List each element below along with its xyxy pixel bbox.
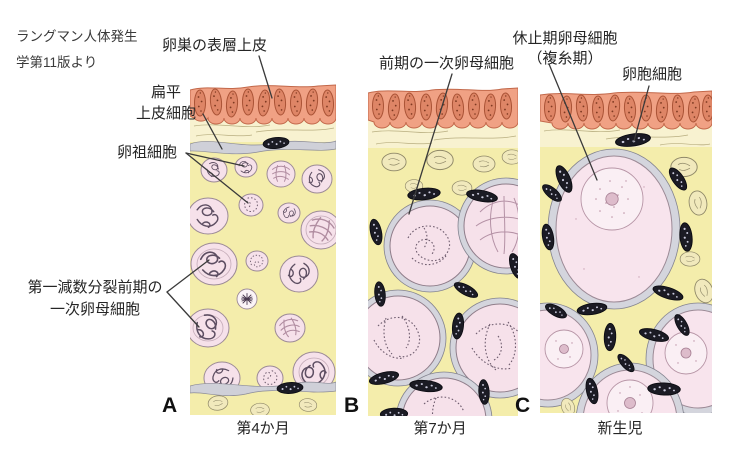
panel-letter-c: C	[515, 394, 531, 417]
source-note: ラングマン人体発生 学第11版より	[16, 24, 138, 76]
panel-a-illustration	[190, 84, 336, 415]
follicle-b3	[368, 289, 447, 387]
panel-letter-a: A	[162, 394, 178, 417]
follicle-b4	[449, 297, 518, 399]
surface-epithelium-b	[368, 87, 518, 129]
label-oogonia: 卵祖細胞	[117, 144, 178, 161]
caption-month7: 第7か月	[413, 420, 467, 437]
primary-follicles-b	[368, 177, 518, 416]
follicle-b2	[457, 177, 518, 275]
primordial-follicle-large	[547, 148, 681, 310]
follicle-b1	[383, 199, 477, 293]
surface-epithelium-a	[190, 84, 336, 125]
label-resting-oocyte: 休止期卵母細胞 （複糸期）	[512, 30, 618, 67]
panel-c-illustration	[540, 90, 712, 413]
source-note-line1: ラングマン人体発生	[16, 29, 138, 44]
label-meiotic-oocyte: 第一減数分裂前期の 一次卵母細胞	[27, 279, 163, 318]
caption-newborn: 新生児	[597, 420, 643, 437]
label-follicle-cells: 卵胞細胞	[622, 66, 683, 83]
panel-letter-b: B	[344, 394, 360, 417]
label-surface-epithelium: 卵巣の表層上皮	[162, 37, 268, 54]
source-note-line2: 学第11版より	[16, 55, 98, 70]
label-prophase-oocyte: 前期の一次卵母細胞	[379, 55, 515, 72]
label-flat-epithelial: 扁平 上皮細胞	[135, 84, 196, 122]
oocyte-nucleolus	[605, 192, 619, 206]
surface-epithelium-c	[540, 90, 712, 130]
panel-b-illustration	[368, 87, 518, 416]
caption-month4: 第4か月	[236, 420, 290, 437]
